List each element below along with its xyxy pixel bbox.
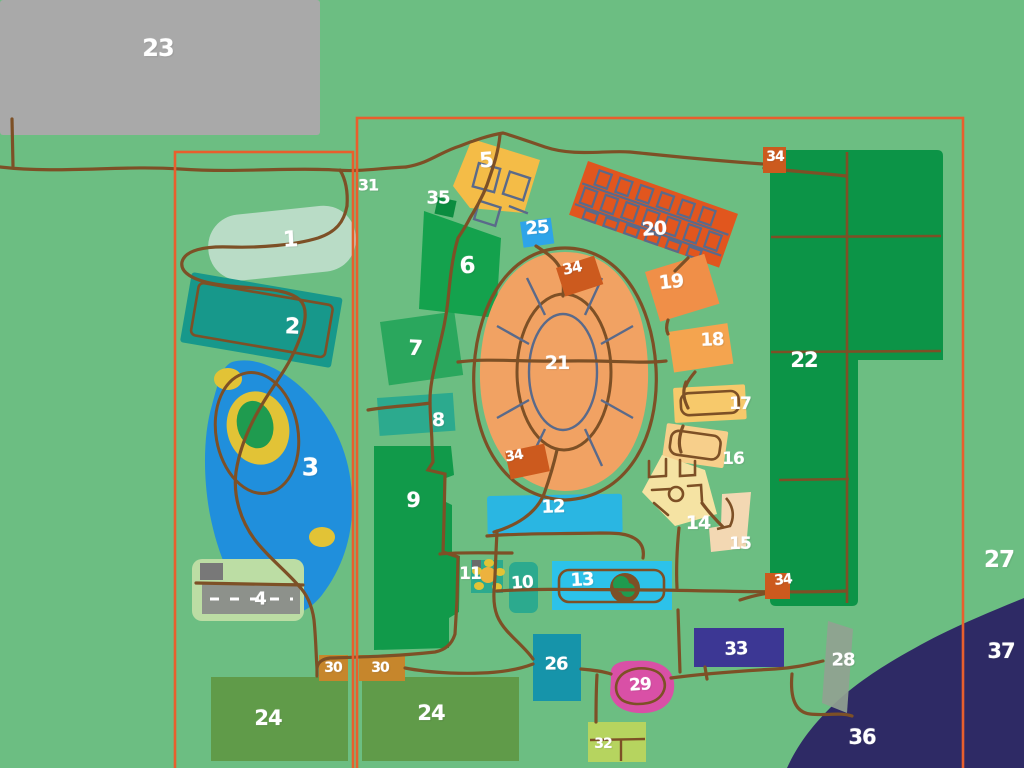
- region-5-parking: [453, 139, 540, 228]
- region-14-maze: [642, 455, 717, 526]
- region-17: [673, 384, 747, 423]
- region-1: [208, 205, 356, 281]
- markers-34: [504, 147, 790, 599]
- region-7: [380, 311, 464, 386]
- region-33: [694, 628, 784, 667]
- region-24-right: [362, 677, 519, 761]
- island-trail: [213, 371, 301, 495]
- region-23-block: [0, 0, 320, 135]
- region-24-left: [211, 677, 348, 761]
- region-21-stadium: [479, 252, 649, 491]
- region-20-parking: [569, 161, 738, 268]
- trail-network: [0, 117, 854, 724]
- region-36-37-water: [787, 598, 1024, 768]
- region-22-fields: [770, 150, 943, 606]
- region-18: [668, 323, 734, 373]
- region-2: [180, 272, 343, 368]
- region-8: [377, 392, 456, 436]
- region-9: [374, 446, 460, 650]
- region-15: [709, 492, 751, 552]
- region-29: [610, 660, 675, 714]
- region-30-right: [359, 655, 405, 681]
- region-35: [434, 197, 457, 218]
- region-32: [588, 722, 646, 762]
- region-26: [533, 634, 581, 701]
- boundary-rectangles: [173, 116, 965, 768]
- region-25: [520, 217, 555, 248]
- region-4-road: [192, 559, 304, 621]
- sun-fountain: [480, 567, 496, 583]
- region-12-pool: [487, 493, 623, 535]
- region-11-plaza: [471, 559, 505, 593]
- region-13-pool: [552, 561, 672, 610]
- region-10: [509, 562, 538, 613]
- region-6: [419, 211, 501, 318]
- region-19: [645, 253, 720, 322]
- region-28: [822, 621, 853, 713]
- region-16: [662, 423, 729, 469]
